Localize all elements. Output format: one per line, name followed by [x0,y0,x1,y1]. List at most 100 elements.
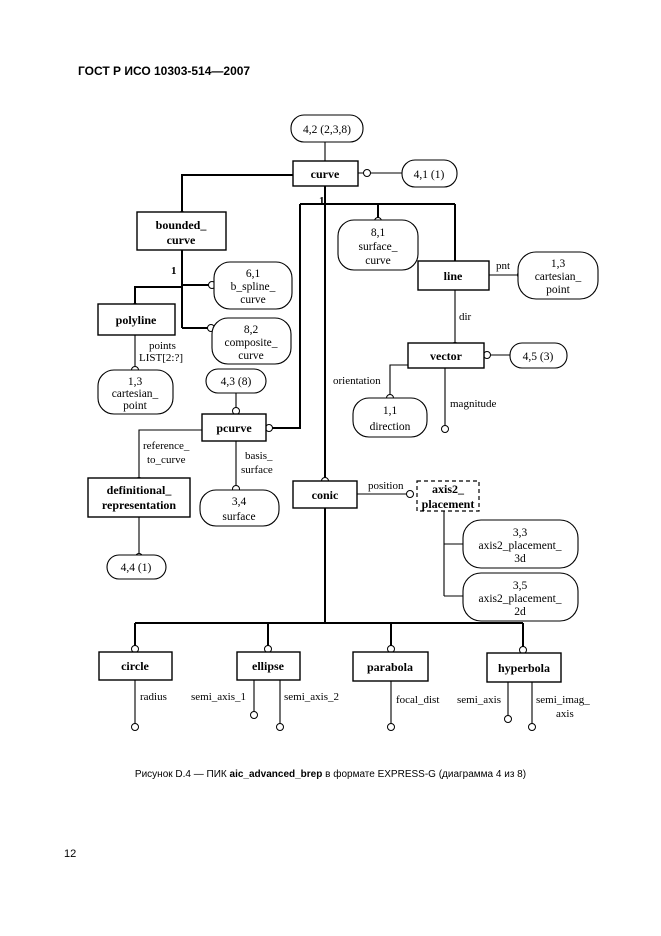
entity-vector: vector [407,342,485,369]
svg-text:4,5 (3): 4,5 (3) [523,351,554,363]
svg-text:surface_: surface_ [359,241,398,253]
ref-surface-curve: 8,1 surface_ curve [337,219,419,271]
svg-text:axis2_placement_: axis2_placement_ [478,540,561,552]
label-radius: radius [140,691,167,703]
svg-text:curve: curve [238,350,264,362]
svg-text:composite_: composite_ [224,337,277,349]
label-points: points [149,340,176,352]
connectors [134,142,533,724]
entity-defrep-line1: definitional_ [107,483,173,497]
label-focal-dist: focal_dist [396,694,439,706]
label-reference: reference_ [143,440,190,452]
label-surface: surface [241,464,273,476]
label-orientation: orientation [333,375,381,387]
svg-text:3,4: 3,4 [232,496,247,508]
entity-curve: curve [292,160,359,187]
label-dir: dir [459,311,472,323]
entity-polyline-label: polyline [116,313,157,327]
svg-text:4,2 (2,3,8): 4,2 (2,3,8) [303,124,351,136]
svg-text:4,1 (1): 4,1 (1) [414,169,445,181]
entity-bounded-curve-line1: bounded_ [156,218,208,232]
svg-text:curve: curve [365,255,391,267]
relationship-circles [131,169,536,731]
ref-direction: 1,1 direction [352,397,428,438]
label-position: position [368,480,404,492]
label-magnitude: magnitude [450,398,497,410]
ref-surface-basis: 3,4 surface [199,489,280,527]
label-one-bounded: 1 [171,265,177,277]
svg-text:cartesian_: cartesian_ [535,271,582,283]
entity-circle: circle [98,651,173,681]
label-one-curve: 1 [319,195,325,207]
label-semi-imag: semi_imag_ [536,694,590,706]
entity-polyline: polyline [97,303,176,336]
entity-curve-label: curve [311,167,340,181]
entity-hyperbola: hyperbola [486,652,562,683]
entity-ellipse-label: ellipse [252,659,285,673]
entity-defrep-line2: representation [102,498,177,512]
ref-vector-out: 4,5 (3) [509,342,568,369]
ref-curve-out: 4,1 (1) [401,159,458,188]
label-axis: axis [556,708,574,720]
entity-line: line [417,260,490,291]
svg-text:4,3 (8): 4,3 (8) [221,376,252,388]
entity-definitional-representation: definitional_ representation [87,477,191,518]
svg-text:point: point [123,400,147,412]
entity-bounded-curve: bounded_ curve [136,211,227,251]
label-pnt: pnt [496,260,510,272]
page-number: 12 [64,848,77,860]
label-semi-axis-2: semi_axis_2 [284,691,339,703]
label-list: LIST[2:?] [139,352,183,364]
svg-text:8,2: 8,2 [244,324,259,336]
svg-text:4,4 (1): 4,4 (1) [121,562,152,574]
entity-pcurve: pcurve [201,413,267,442]
entity-parabola-label: parabola [367,660,413,674]
entity-vector-label: vector [430,349,463,363]
svg-text:point: point [546,284,570,296]
svg-text:b_spline_: b_spline_ [231,281,276,293]
ref-axis2-placement-3d: 3,3 axis2_placement_ 3d [462,519,579,569]
entity-conic: conic [292,480,358,509]
svg-text:3d: 3d [514,553,526,565]
ref-cartesian-point-line: 1,3 cartesian_ point [517,251,599,300]
entity-line-label: line [444,269,463,283]
label-to-curve: to_curve [147,454,186,466]
entity-hyperbola-label: hyperbola [498,661,550,675]
entity-axis2-placement: axis2_ placement [416,480,480,512]
svg-text:6,1: 6,1 [246,268,261,280]
svg-text:8,1: 8,1 [371,227,386,239]
entity-bounded-curve-line2: curve [167,233,196,247]
svg-text:2d: 2d [514,606,526,618]
figure-caption: Рисунок D.4 — ПИК aic_advanced_brep в фо… [134,769,527,780]
svg-text:1,3: 1,3 [128,376,143,388]
svg-text:direction: direction [370,421,411,433]
svg-text:1,3: 1,3 [551,258,566,270]
entity-pcurve-label: pcurve [216,421,252,435]
svg-text:axis2_placement_: axis2_placement_ [478,593,561,605]
svg-text:3,3: 3,3 [513,527,528,539]
svg-text:1,1: 1,1 [383,405,398,417]
svg-text:cartesian_: cartesian_ [112,388,159,400]
label-basis: basis_ [245,450,273,462]
svg-text:surface: surface [222,511,255,523]
ref-b-spline-curve: 6,1 b_spline_ curve [213,261,293,310]
ref-pcurve-in: 4,3 (8) [205,368,267,394]
entity-axis2-placement-line2: placement [422,497,475,511]
label-semi-axis-1: semi_axis_1 [191,691,246,703]
entity-conic-label: conic [312,488,339,502]
entity-axis2-placement-line1: axis2_ [432,482,465,496]
svg-text:3,5: 3,5 [513,580,528,592]
label-semi-axis: semi_axis [457,694,501,706]
ref-axis2-placement-2d: 3,5 axis2_placement_ 2d [462,572,579,622]
ref-def-rep-out: 4,4 (1) [106,554,167,580]
entity-circle-label: circle [121,659,149,673]
ref-curve-in: 4,2 (2,3,8) [290,114,364,143]
document-header: ГОСТ Р ИСО 10303-514—2007 [78,64,251,78]
ref-cartesian-point-polyline: 1,3 cartesian_ point [97,369,174,415]
entity-parabola: parabola [352,651,429,682]
ref-composite-curve: 8,2 composite_ curve [211,317,292,365]
svg-text:curve: curve [240,294,266,306]
entity-ellipse: ellipse [236,651,301,681]
